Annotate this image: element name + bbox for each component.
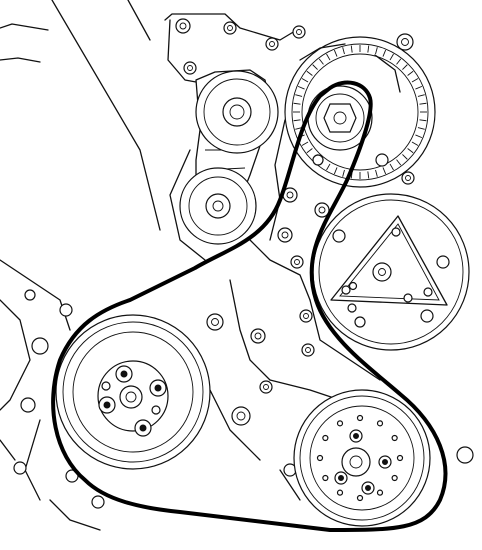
tensioner-pulley [179, 167, 257, 245]
fan-slot [411, 141, 419, 146]
fan-slot [407, 148, 414, 154]
fan-slot [295, 127, 303, 130]
fan-slot [419, 102, 427, 105]
fan-slot [407, 70, 414, 76]
fan-slot [375, 169, 378, 177]
pulley-hole [322, 434, 329, 442]
pulley-hole [396, 454, 404, 462]
fan-slot [333, 167, 338, 175]
fan-slot [301, 141, 309, 146]
fan-slot [342, 47, 345, 55]
fan-slot [382, 49, 387, 57]
fan-slot [367, 45, 370, 53]
idler-pulley-upper [195, 70, 279, 154]
drive-belt [51, 80, 448, 532]
pulley-hole [391, 474, 398, 482]
pump-pulley-holes [316, 414, 404, 502]
fan-slot [375, 47, 378, 55]
pulley-hole [376, 489, 384, 496]
mounting-bracket-holes [13, 18, 474, 509]
fan-slot [326, 163, 331, 171]
power-steering-pulley [293, 389, 431, 527]
fan-slot [297, 85, 305, 90]
ac-compressor [312, 193, 470, 351]
fan-slot [402, 154, 408, 160]
fan-slot [396, 58, 402, 65]
fan-slot [411, 78, 419, 83]
fan-slot [342, 169, 345, 177]
fan-slot [295, 94, 303, 97]
fan-slot [333, 49, 338, 57]
pulley-hole [356, 414, 364, 422]
fan-slots [293, 45, 427, 179]
fan-slot [396, 159, 402, 166]
fan-slot [350, 45, 353, 53]
fan-slot [419, 119, 427, 122]
crankshaft-pulley [55, 314, 211, 470]
engine-block-outline [0, 0, 381, 531]
pulley-hole [356, 494, 364, 502]
fan-slot [415, 134, 423, 139]
fan-slot [415, 85, 423, 90]
pulley-hole [322, 474, 329, 482]
fan-slot [293, 119, 301, 122]
fan-slot [306, 148, 313, 154]
fan-slot [389, 163, 394, 171]
fan-slot [312, 64, 318, 70]
fan-slot [417, 94, 425, 97]
fan-slot [417, 127, 425, 130]
pulley-hole [336, 420, 344, 427]
fan-slot [306, 70, 313, 76]
fan-slot [367, 171, 370, 179]
fan-slot [318, 58, 324, 65]
fan-slot [293, 102, 301, 105]
pulley-hole [336, 489, 344, 496]
fan-slot [402, 64, 408, 70]
pulley-hole [376, 420, 384, 427]
pulley-hole [391, 434, 398, 442]
fan-slot [301, 78, 309, 83]
alternator-fan [284, 36, 436, 188]
fan-slot [382, 167, 387, 175]
fan-slot [389, 53, 394, 61]
fan-slot [326, 53, 331, 61]
pulley-hole [316, 454, 324, 462]
